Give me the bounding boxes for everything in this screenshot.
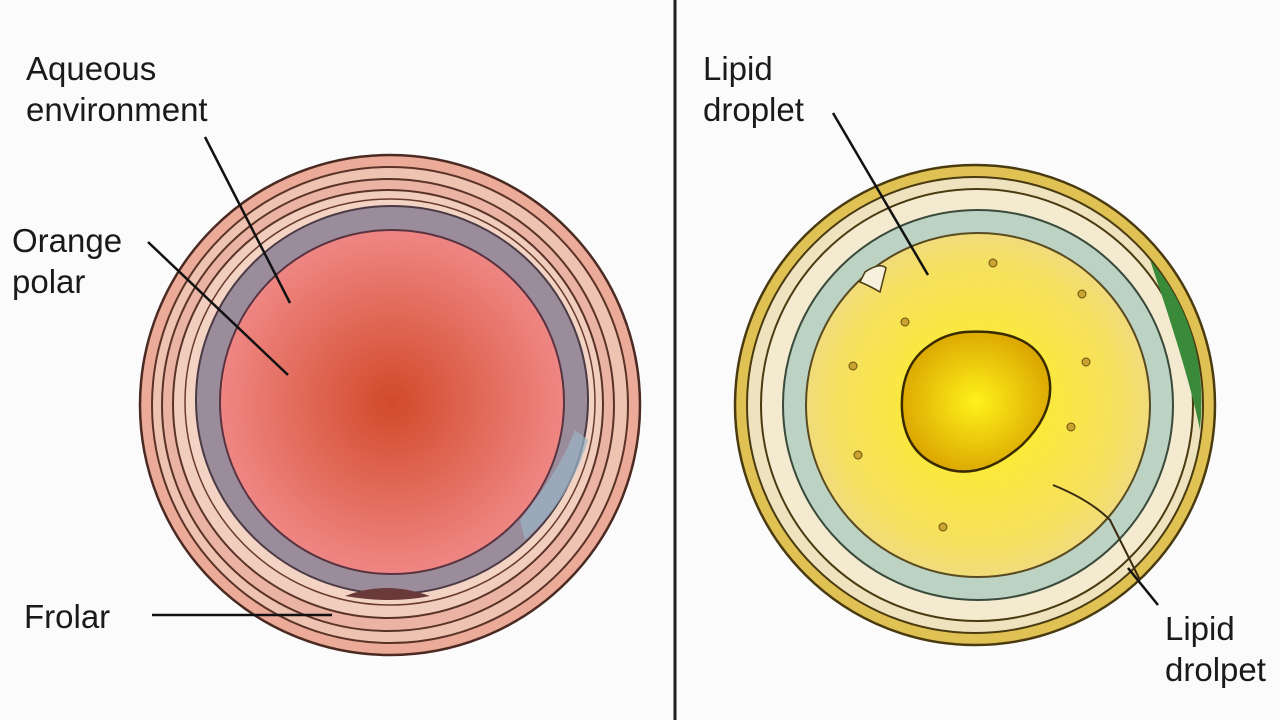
left-bottom-notch [345,588,430,600]
polar-label: Frolar [24,598,111,635]
lipid-bottom-leader-line [1127,567,1159,606]
granule [1066,422,1076,432]
aqueous-environment-label: Aqueous environment [26,50,208,128]
granule [988,258,998,268]
lipid-droplet-top-label: Lipid droplet [703,50,804,128]
granule [853,450,863,460]
right-nucleus [900,330,1052,473]
granule [1077,289,1087,299]
left-cell [138,153,642,657]
left-cytoplasm [219,229,565,575]
aqueous-leader-line [203,136,292,304]
left-blue-tint [520,430,588,540]
granule [1081,357,1091,367]
orange-polar-leader-line [147,241,289,376]
lipid-droplet-bottom-label: Lipid drolpet [1165,610,1266,688]
granule [938,522,948,532]
granule [848,361,858,371]
right-top-notch [858,265,887,294]
orange-polar-label: Orange polar [12,222,123,300]
right-green-membrane-right [1150,260,1202,430]
right-cell [733,163,1217,647]
lipid-top-leader-line [831,112,930,276]
right-crack [1052,484,1141,581]
granule [900,317,910,327]
